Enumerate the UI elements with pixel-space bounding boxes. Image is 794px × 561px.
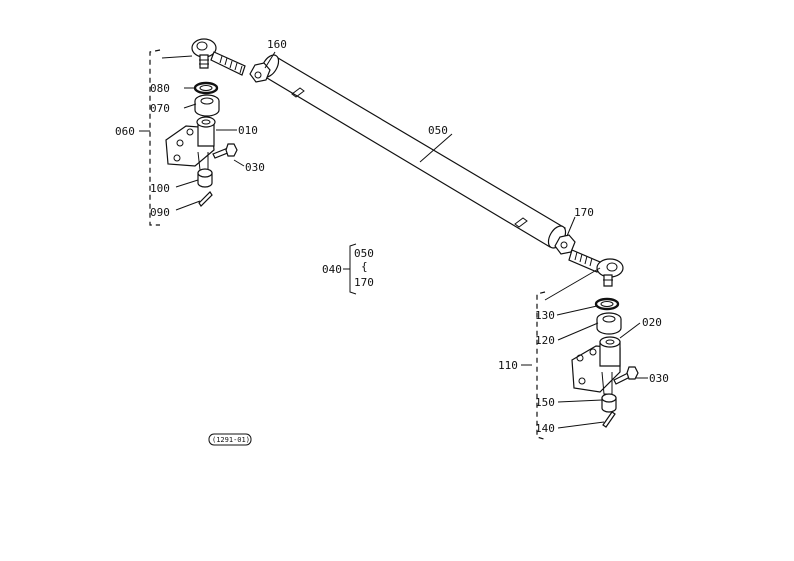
drawing-code-badge: (1291-01) xyxy=(208,433,252,446)
callout-100: 100 xyxy=(150,182,170,195)
callout-160: 160 xyxy=(267,38,287,51)
callout-070: 070 xyxy=(150,102,170,115)
callout-030-left: 030 xyxy=(245,161,265,174)
callout-050-group: 050 xyxy=(354,247,374,260)
tie-rod-end-left xyxy=(191,38,246,76)
knuckle-arm-left xyxy=(165,116,216,171)
castle-nut-right xyxy=(601,393,617,413)
bolt-right xyxy=(613,366,639,385)
callout-110: 110 xyxy=(498,359,518,372)
dust-seal-left xyxy=(193,81,219,95)
callout-040: 040 xyxy=(322,263,342,276)
assembly-bracket-060 xyxy=(149,49,161,226)
tie-rod-end-right xyxy=(568,249,624,287)
callout-120: 120 xyxy=(535,334,555,347)
callout-170: 170 xyxy=(574,206,594,219)
bolt-left xyxy=(212,143,238,159)
dust-seal-right xyxy=(594,297,620,311)
callout-090: 090 xyxy=(150,206,170,219)
callout-150: 150 xyxy=(535,396,555,409)
drawing-code: (1291-01) xyxy=(212,436,250,444)
cotter-pin-right xyxy=(602,411,616,428)
group-brace-040 xyxy=(349,243,357,295)
leader-lines xyxy=(139,51,648,429)
callout-050: 050 xyxy=(428,124,448,137)
callout-130: 130 xyxy=(535,309,555,322)
lock-nut-lower xyxy=(554,234,576,255)
bushing-right xyxy=(596,312,622,335)
castle-nut-left xyxy=(197,168,213,188)
callout-140: 140 xyxy=(535,422,555,435)
callout-080: 080 xyxy=(150,82,170,95)
bushing-left xyxy=(194,94,220,117)
assembly-bracket-110 xyxy=(536,291,548,441)
callout-020: 020 xyxy=(642,316,662,329)
callout-060: 060 xyxy=(115,125,135,138)
tie-rod-tube xyxy=(260,54,567,249)
knuckle-arm-right xyxy=(571,336,621,395)
brace-mark: { xyxy=(361,260,368,273)
callout-170-group: 170 xyxy=(354,276,374,289)
callout-030-right: 030 xyxy=(649,372,669,385)
callout-010: 010 xyxy=(238,124,258,137)
lock-nut-upper xyxy=(249,62,271,83)
cotter-pin-left xyxy=(198,191,213,207)
